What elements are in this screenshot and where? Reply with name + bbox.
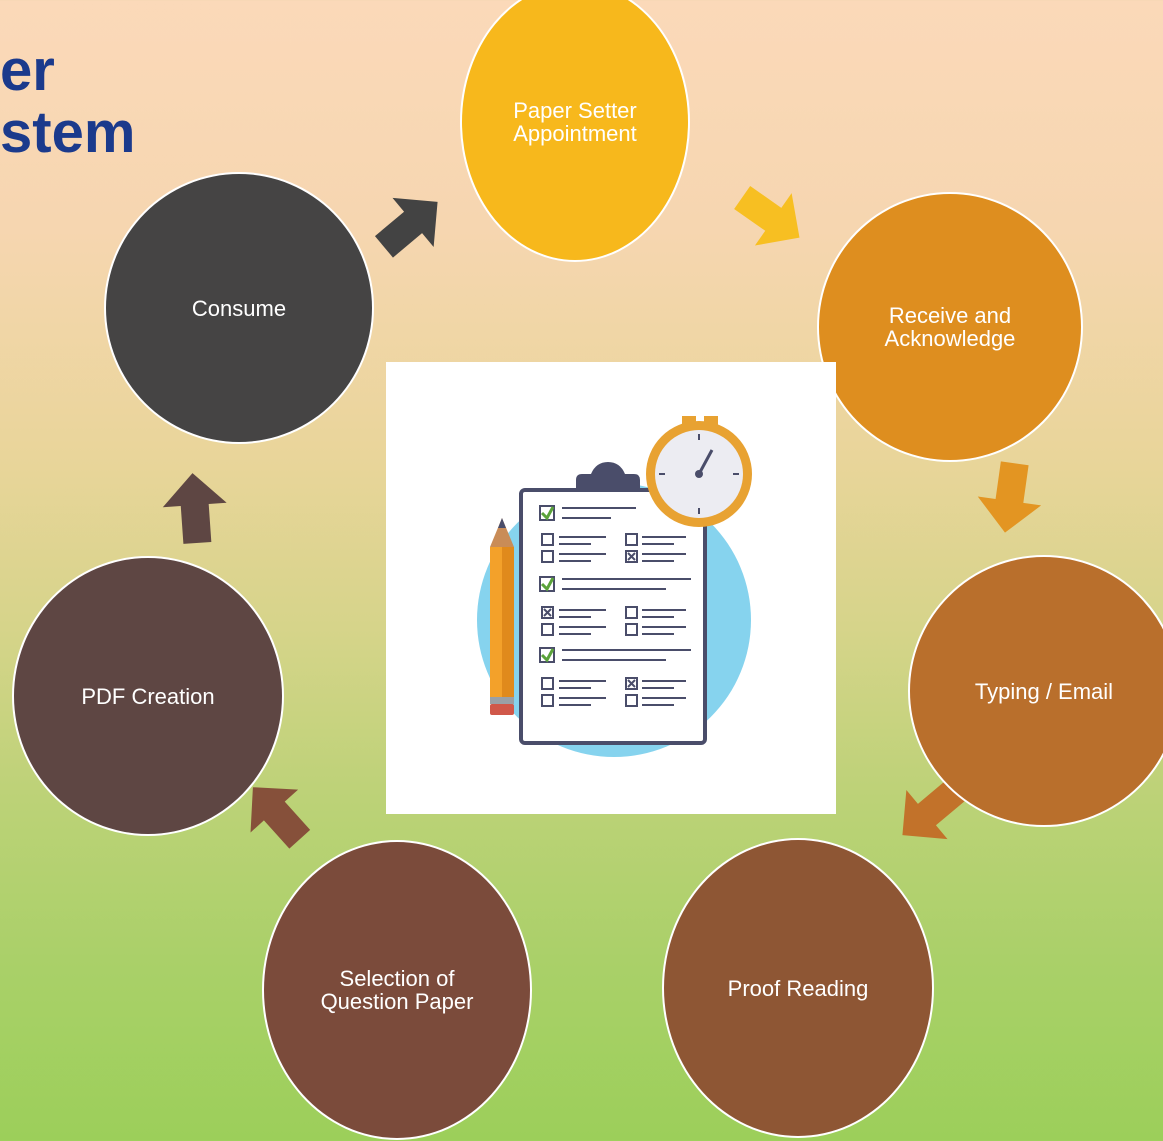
step-paper-setter-appointment: Paper Setter Appointment: [460, 0, 690, 262]
step-label: Proof Reading: [727, 975, 869, 1001]
step-selection-of-question-paper: Selection of Question Paper: [262, 840, 532, 1140]
checklist-rows: [539, 505, 691, 707]
step-typing-email: Typing / Email: [908, 555, 1163, 827]
clipboard-checklist-stopwatch-icon: [477, 416, 752, 757]
step-label: Consume: [191, 295, 287, 321]
slide-title: er stem: [0, 40, 135, 164]
step-label: Paper Setter Appointment: [513, 98, 637, 146]
step-label: Selection of Question Paper: [320, 966, 474, 1014]
pencil-icon: [490, 518, 514, 715]
connector-arrow-1: [734, 186, 800, 246]
step-consume: Consume: [104, 172, 374, 444]
step-proof-reading: Proof Reading: [662, 838, 934, 1138]
step-label: PDF Creation: [81, 683, 215, 709]
connector-arrow-2: [977, 461, 1042, 533]
step-label: Typing / Email: [974, 678, 1114, 704]
slide-title-line-2: stem: [0, 100, 136, 165]
connector-arrow-3: [902, 779, 966, 840]
step-pdf-creation: PDF Creation: [12, 556, 284, 836]
connector-arrow-5: [250, 787, 311, 849]
connector-arrow-6: [162, 473, 227, 544]
clipboard-clip: [576, 462, 640, 490]
slide-title-line-1: er: [0, 38, 55, 103]
step-receive-and-acknowledge: Receive and Acknowledge: [817, 192, 1083, 462]
connector-arrow-7: [374, 197, 438, 258]
step-label: Receive and Acknowledge: [884, 303, 1016, 351]
stopwatch-icon: [646, 416, 752, 527]
checklist-illustration: [386, 362, 836, 814]
